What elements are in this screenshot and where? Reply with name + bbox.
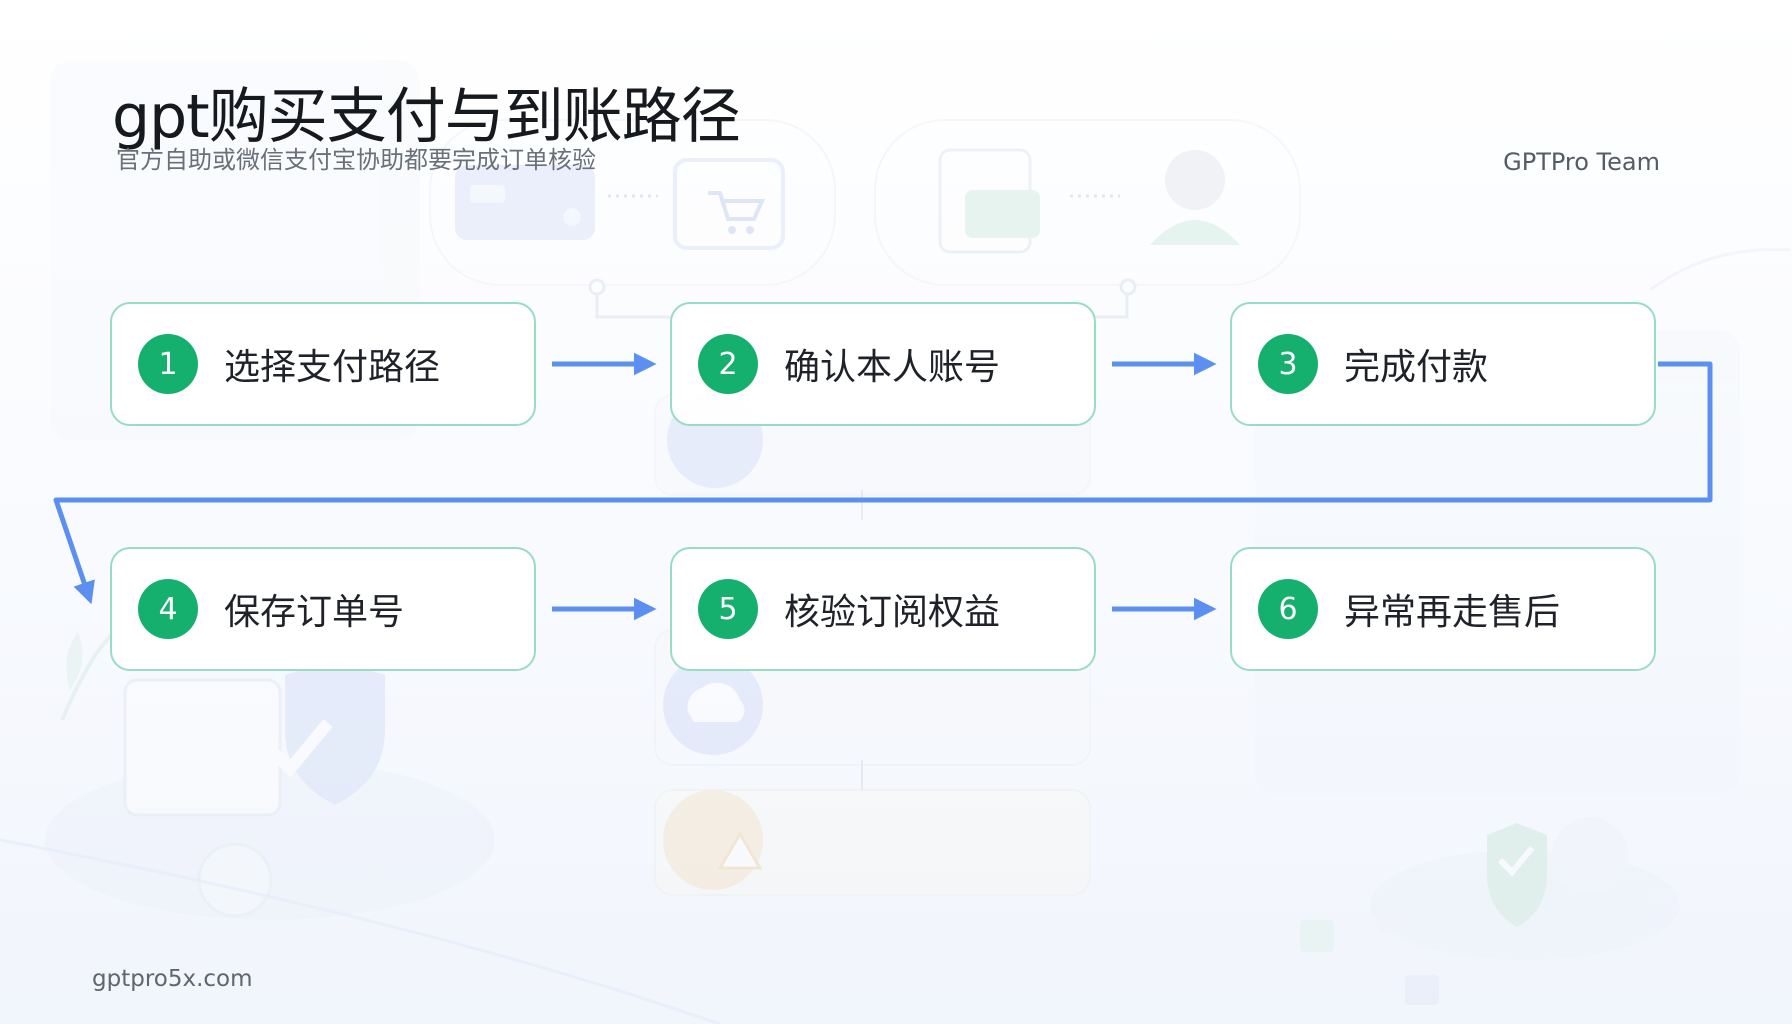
step-number-badge: 3	[1258, 334, 1318, 394]
step-label: 选择支付路径	[224, 347, 441, 388]
step-label: 异常再走售后	[1344, 592, 1561, 633]
step-label: 完成付款	[1344, 347, 1489, 388]
page-subtitle: 官方自助或微信支付宝协助都要完成订单核验	[116, 146, 596, 174]
step-number-badge: 2	[698, 334, 758, 394]
step-card-5: 5 核验订阅权益	[670, 547, 1096, 671]
step-number-badge: 1	[138, 334, 198, 394]
step-number-badge: 6	[1258, 579, 1318, 639]
step-number-badge: 5	[698, 579, 758, 639]
step-label: 核验订阅权益	[784, 592, 1001, 633]
step-card-4: 4 保存订单号	[110, 547, 536, 671]
team-name: GPTPro Team	[1503, 148, 1660, 176]
footer-site: gptpro5x.com	[92, 966, 253, 992]
step-label: 确认本人账号	[784, 347, 1001, 388]
page-title: gpt购买支付与到账路径	[112, 82, 741, 152]
step-label: 保存订单号	[224, 592, 405, 633]
step-card-1: 1 选择支付路径	[110, 302, 536, 426]
step-card-6: 6 异常再走售后	[1230, 547, 1656, 671]
step-number-badge: 4	[138, 579, 198, 639]
step-card-2: 2 确认本人账号	[670, 302, 1096, 426]
step-card-3: 3 完成付款	[1230, 302, 1656, 426]
